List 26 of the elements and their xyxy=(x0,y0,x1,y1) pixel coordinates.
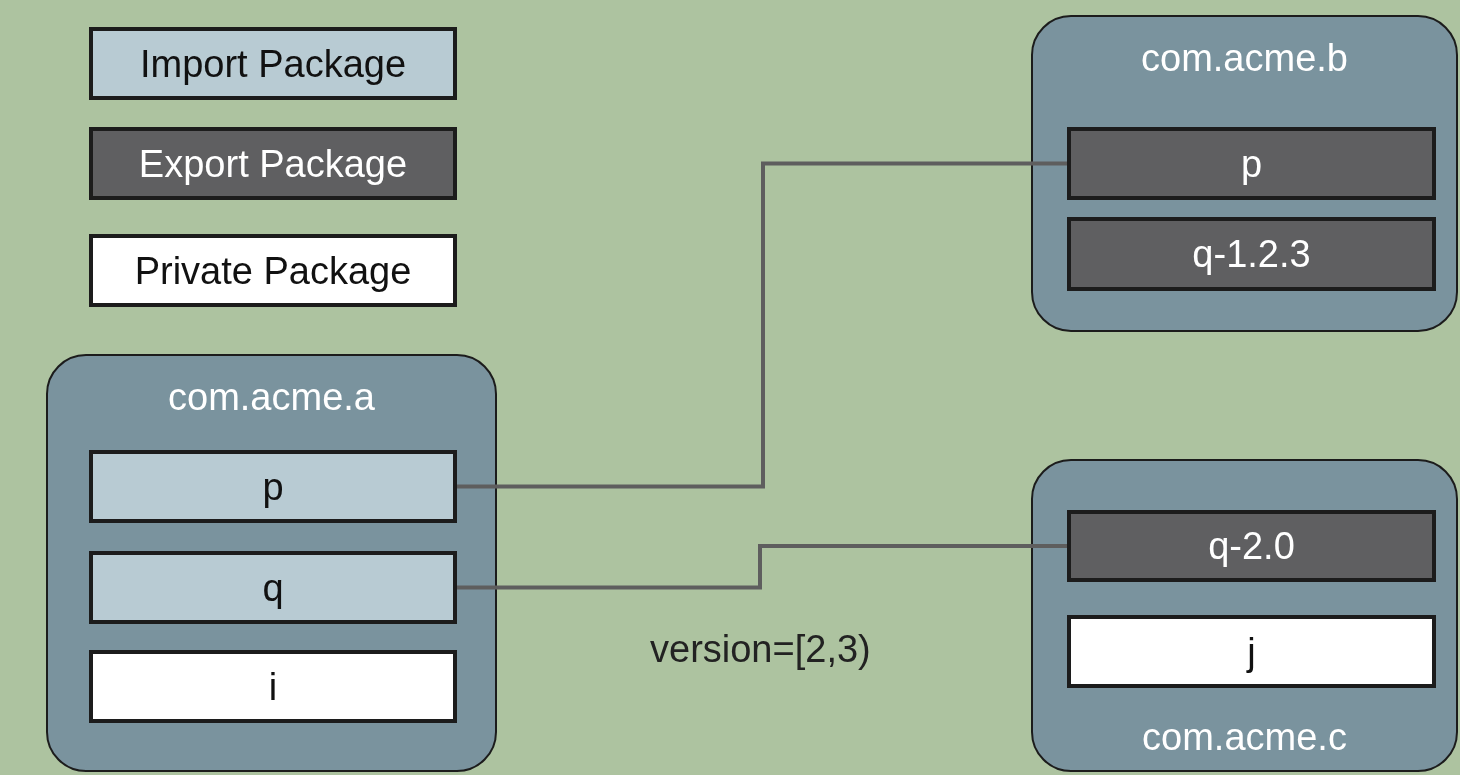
bundle-name: com.acme.c xyxy=(1141,718,1348,756)
bundle-name: com.acme.a xyxy=(167,378,376,416)
bundle-container xyxy=(1031,15,1458,332)
package-name: q-1.2.3 xyxy=(1192,235,1311,273)
package-name: p xyxy=(262,467,284,506)
package-box xyxy=(1067,510,1436,582)
bundle-container xyxy=(46,354,497,772)
package-box xyxy=(1067,217,1436,291)
legend-label: Private Package xyxy=(134,251,412,290)
bundle-container xyxy=(1031,459,1458,772)
package-box xyxy=(89,650,457,723)
package-name: i xyxy=(268,667,278,706)
package-box xyxy=(1067,615,1436,688)
package-name: p xyxy=(1240,144,1263,183)
connector-line xyxy=(457,161,1067,489)
connector-line xyxy=(457,544,1067,590)
package-box xyxy=(1067,127,1436,200)
legend-label: Export Package xyxy=(138,144,408,183)
bundle-name: com.acme.b xyxy=(1140,39,1349,77)
package-box xyxy=(89,551,457,624)
package-box xyxy=(89,450,457,523)
legend-label: Import Package xyxy=(139,44,407,83)
package-name: q-2.0 xyxy=(1208,527,1295,565)
edge-label: version=[2,3) xyxy=(650,627,871,671)
package-name: j xyxy=(1247,632,1256,671)
package-name: q xyxy=(262,568,284,607)
